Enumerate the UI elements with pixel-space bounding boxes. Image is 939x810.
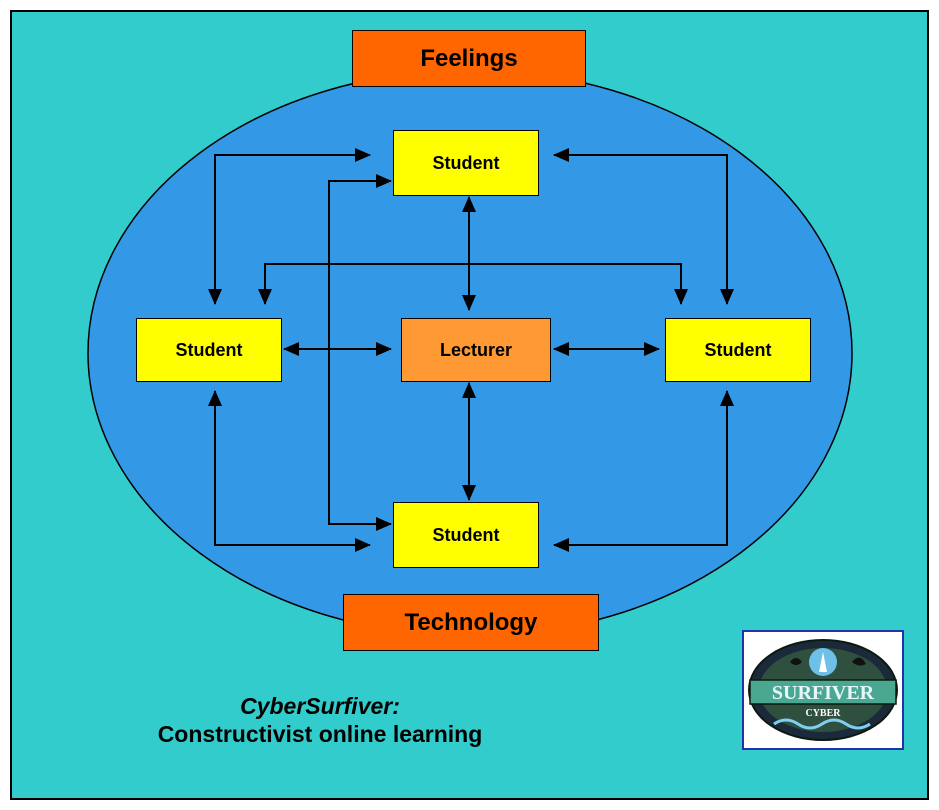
arrow-top-bottom-student (328, 174, 392, 531)
caption-subtitle: Constructivist online learning (157, 721, 483, 747)
arrow-right-bottom-student (553, 390, 734, 552)
right-student-node: Student (665, 318, 811, 382)
arrow-left-bottom-student (208, 390, 371, 552)
feelings-label: Feelings (352, 30, 586, 87)
cybersurfiver-logo: SURFIVER CYBER (742, 630, 904, 750)
top-student-node: Student (393, 130, 539, 196)
diagram-caption: CyberSurfiver: Constructivist online lea… (120, 692, 520, 748)
arrow-left-right-student (258, 263, 688, 305)
left-student-node: Student (136, 318, 282, 382)
logo-main-text: SURFIVER (771, 682, 875, 704)
caption-title: CyberSurfiver: (240, 693, 400, 719)
logo-sub-text: CYBER (805, 708, 841, 719)
arrow-top-right-student (553, 148, 734, 305)
logo-graphic (748, 639, 898, 741)
lecturer-node: Lecturer (401, 318, 551, 382)
arrow-top-left-student (208, 148, 371, 305)
technology-label: Technology (343, 594, 599, 651)
bottom-student-node: Student (393, 502, 539, 568)
